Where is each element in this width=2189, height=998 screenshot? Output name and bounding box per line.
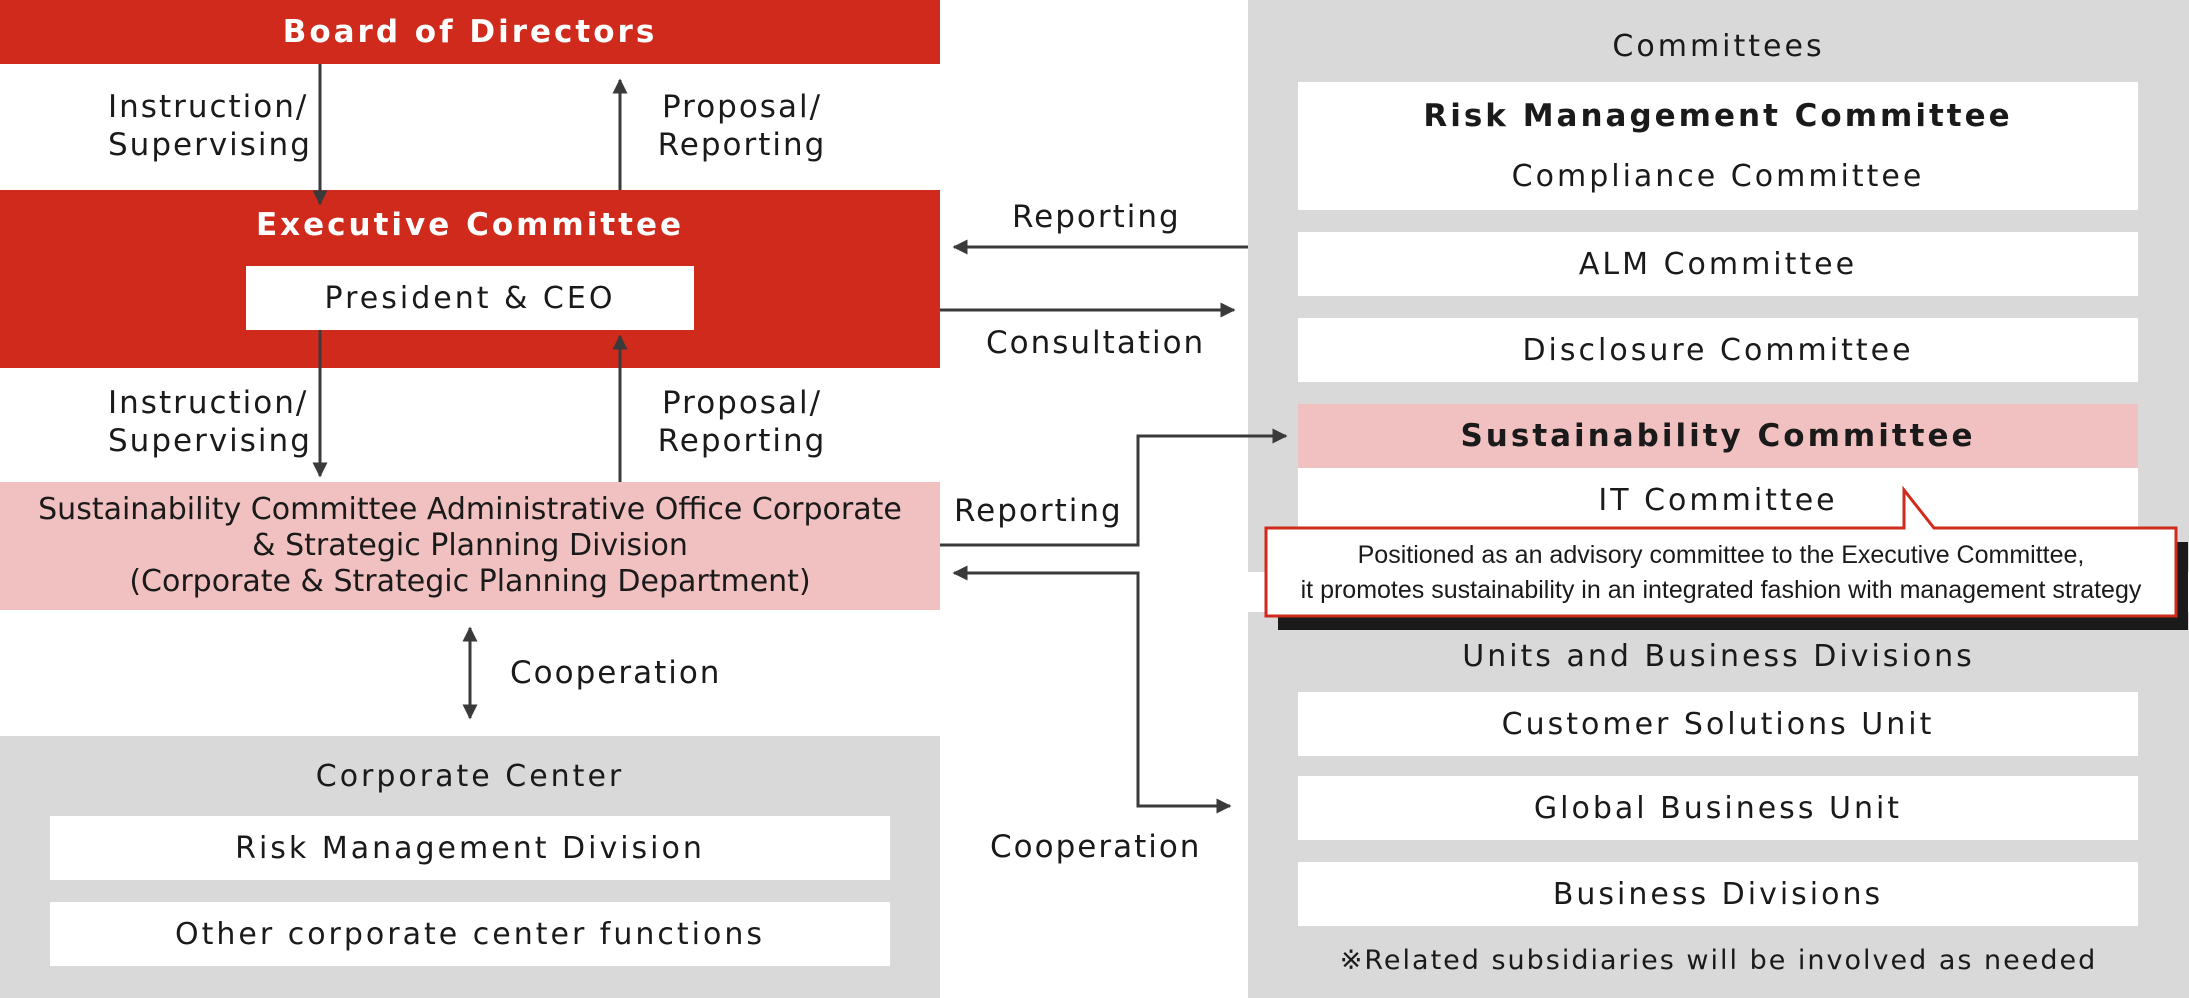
board-proposal-label: Proposal/ Reporting bbox=[657, 89, 827, 163]
committees-panel: Committees Risk Management Committee Com… bbox=[1248, 0, 2189, 572]
reporting-to-exec-label: Reporting bbox=[1012, 199, 1181, 235]
units-title: Units and Business Divisions bbox=[1462, 638, 1975, 674]
units-panel: Units and Business Divisions Customer So… bbox=[1248, 612, 2189, 998]
office-units-cooperation-arrow bbox=[952, 565, 1232, 814]
president-ceo-box: President & CEO bbox=[246, 266, 694, 330]
corporate-center-title: Corporate Center bbox=[315, 758, 625, 794]
sustainability-admin-office: Sustainability Committee Administrative … bbox=[0, 482, 940, 610]
unit-item: Business Divisions bbox=[1298, 862, 2138, 926]
risk-management-committee-box: Risk Management Committee Compliance Com… bbox=[1298, 82, 2138, 210]
sustainability-callout: Positioned as an advisory committee to t… bbox=[1266, 532, 2176, 614]
callout-line-2: it promotes sustainability in an integra… bbox=[1300, 576, 2142, 604]
executive-committee-title: Executive Committee bbox=[255, 207, 685, 243]
committees-title: Committees bbox=[1612, 28, 1825, 64]
office-cooperation-label: Cooperation bbox=[510, 655, 722, 691]
office-to-sustainability-arrow bbox=[940, 428, 1288, 547]
executive-committee: Executive Committee President & CEO bbox=[0, 190, 940, 368]
compliance-committee: Compliance Committee bbox=[1511, 158, 1925, 194]
sustainability-committee: Sustainability Committee bbox=[1298, 404, 2138, 468]
risk-management-committee: Risk Management Committee bbox=[1423, 98, 2013, 134]
it-committee: IT Committee bbox=[1298, 468, 2138, 532]
unit-item: Customer Solutions Unit bbox=[1298, 692, 2138, 756]
consultation-label: Consultation bbox=[986, 325, 1206, 361]
disclosure-committee: Disclosure Committee bbox=[1298, 318, 2138, 382]
corporate-center-item: Risk Management Division bbox=[50, 816, 890, 880]
reporting-from-office-label: Reporting bbox=[954, 493, 1123, 529]
corporate-center: Corporate Center Risk Management Divisio… bbox=[0, 736, 940, 998]
callout-line-1: Positioned as an advisory committee to t… bbox=[1357, 541, 2085, 569]
cooperation-units-label: Cooperation bbox=[990, 829, 1202, 865]
units-note: ※Related subsidiaries will be involved a… bbox=[1339, 944, 2098, 976]
alm-committee: ALM Committee bbox=[1298, 232, 2138, 296]
corporate-center-item: Other corporate center functions bbox=[50, 902, 890, 966]
board-of-directors: Board of Directors bbox=[0, 0, 940, 64]
board-instruction-label: Instruction/ Supervising bbox=[108, 89, 312, 163]
unit-item: Global Business Unit bbox=[1298, 776, 2138, 840]
exec-instruction-label: Instruction/ Supervising bbox=[108, 385, 312, 459]
exec-proposal-label: Proposal/ Reporting bbox=[657, 385, 827, 459]
